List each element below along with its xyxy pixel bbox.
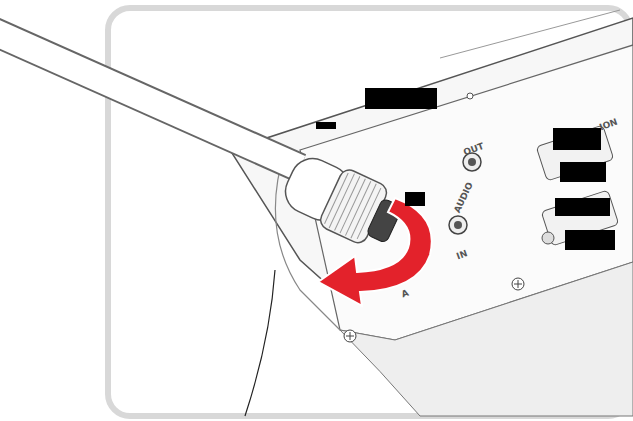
cable [0, 30, 300, 168]
hole [467, 93, 473, 99]
screw [346, 332, 354, 340]
screw [512, 278, 524, 290]
screw [542, 232, 554, 244]
screw [344, 330, 356, 342]
cable [0, 30, 300, 168]
panel-line [440, 10, 620, 58]
screw [514, 280, 522, 288]
wire [245, 270, 275, 416]
audio-jack [454, 221, 462, 229]
audio-jack [449, 216, 467, 234]
redaction [316, 88, 615, 250]
connector [277, 148, 408, 255]
audio-jack [468, 158, 476, 166]
rotation-arrow [318, 198, 432, 306]
